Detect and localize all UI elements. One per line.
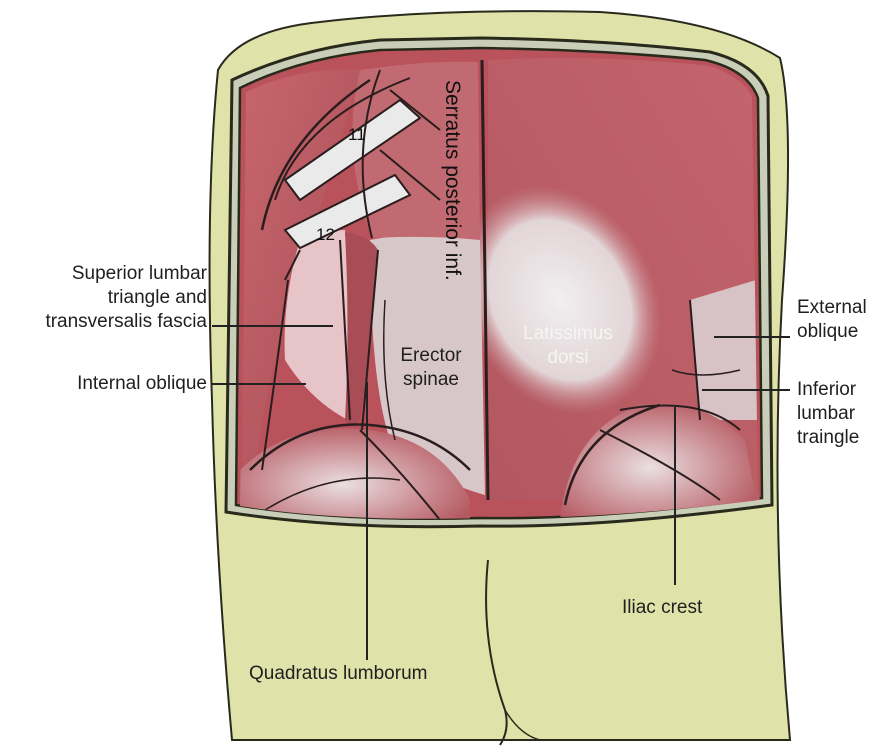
superior-lumbar-line-2: triangle and [12,286,207,310]
inferior-lumbar-line-2: lumbar [797,402,859,426]
erector-spinae-label: Erector spinae [388,344,474,392]
external-oblique-muscle [690,280,760,420]
latissimus-dorsi-label: Latissimus dorsi [508,322,628,370]
inferior-lumbar-line-1: Inferior [797,378,859,402]
external-oblique-line-2: oblique [797,320,867,344]
rib-12-label: 12 [316,225,335,244]
iliac-crest-label: Iliac crest [622,596,702,620]
external-oblique-label: External oblique [797,296,867,344]
internal-oblique-label: Internal oblique [12,372,207,396]
superior-lumbar-triangle-label: Superior lumbar triangle and transversal… [12,262,207,334]
erector-spinae-line-2: spinae [388,368,474,392]
inferior-lumbar-triangle-label: Inferior lumbar traingle [797,378,859,450]
superior-lumbar-line-3: transversalis fascia [12,310,207,334]
latissimus-dorsi-line-1: Latissimus [508,322,628,346]
quadratus-lumborum-label: Quadratus lumborum [249,662,427,686]
inferior-lumbar-line-3: traingle [797,426,859,450]
rib-11-label: 11 [348,125,366,144]
external-oblique-line-1: External [797,296,867,320]
erector-spinae-line-1: Erector [388,344,474,368]
superior-lumbar-line-1: Superior lumbar [12,262,207,286]
serratus-posterior-label: Serratus posterior inf. [441,80,464,281]
latissimus-dorsi-line-2: dorsi [508,346,628,370]
